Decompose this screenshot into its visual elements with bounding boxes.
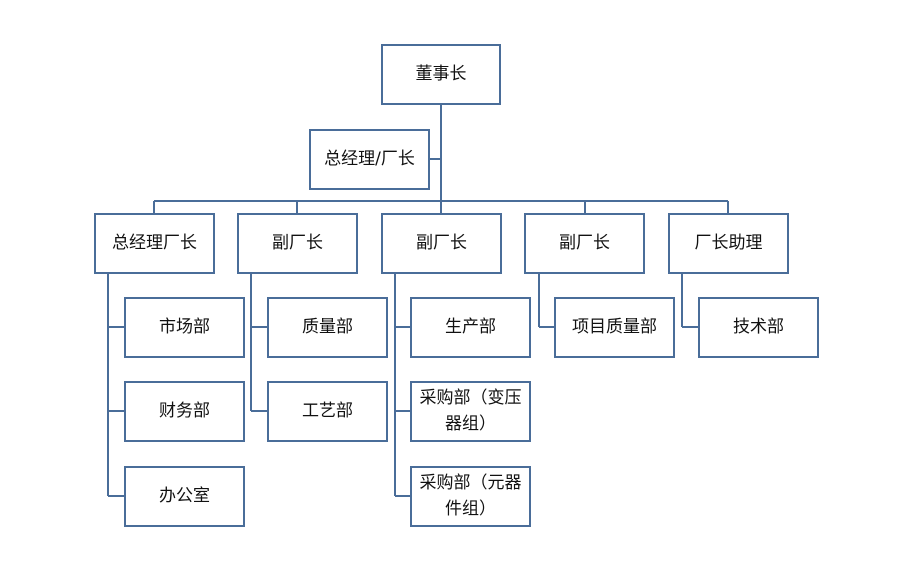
department-box: 质量部 bbox=[267, 297, 388, 358]
department-box: 工艺部 bbox=[267, 381, 388, 442]
department-box: 市场部 bbox=[124, 297, 245, 358]
level2-box: 总经理厂长 bbox=[94, 213, 215, 274]
level2-label: 总经理厂长 bbox=[112, 232, 197, 253]
level2-label: 副厂长 bbox=[416, 232, 467, 253]
level2-label: 副厂长 bbox=[559, 232, 610, 253]
department-box: 采购部（元器件组） bbox=[410, 466, 531, 527]
general-manager-label: 总经理/厂长 bbox=[324, 148, 415, 169]
department-label: 技术部 bbox=[733, 316, 784, 337]
level2-box: 副厂长 bbox=[381, 213, 502, 274]
department-label: 工艺部 bbox=[302, 400, 353, 421]
department-label: 财务部 bbox=[159, 400, 210, 421]
level2-box: 副厂长 bbox=[237, 213, 358, 274]
general-manager-box: 总经理/厂长 bbox=[309, 129, 430, 190]
department-label: 办公室 bbox=[159, 485, 210, 506]
department-box: 项目质量部 bbox=[554, 297, 675, 358]
level2-label: 厂长助理 bbox=[694, 232, 763, 253]
department-label: 生产部 bbox=[445, 316, 496, 337]
chairman-box: 董事长 bbox=[381, 44, 501, 105]
level2-box: 副厂长 bbox=[524, 213, 645, 274]
department-label: 采购部（元器件组） bbox=[419, 473, 522, 519]
level2-box: 厂长助理 bbox=[668, 213, 789, 274]
department-label: 质量部 bbox=[302, 316, 353, 337]
department-label: 市场部 bbox=[159, 316, 210, 337]
department-box: 采购部（变压器组） bbox=[410, 381, 531, 442]
level2-label: 副厂长 bbox=[272, 232, 323, 253]
department-box: 财务部 bbox=[124, 381, 245, 442]
department-label: 采购部（变压器组） bbox=[419, 388, 522, 434]
chairman-label: 董事长 bbox=[415, 63, 467, 84]
department-box: 生产部 bbox=[410, 297, 531, 358]
department-box: 办公室 bbox=[124, 466, 245, 527]
department-label: 项目质量部 bbox=[572, 316, 657, 337]
department-box: 技术部 bbox=[698, 297, 819, 358]
